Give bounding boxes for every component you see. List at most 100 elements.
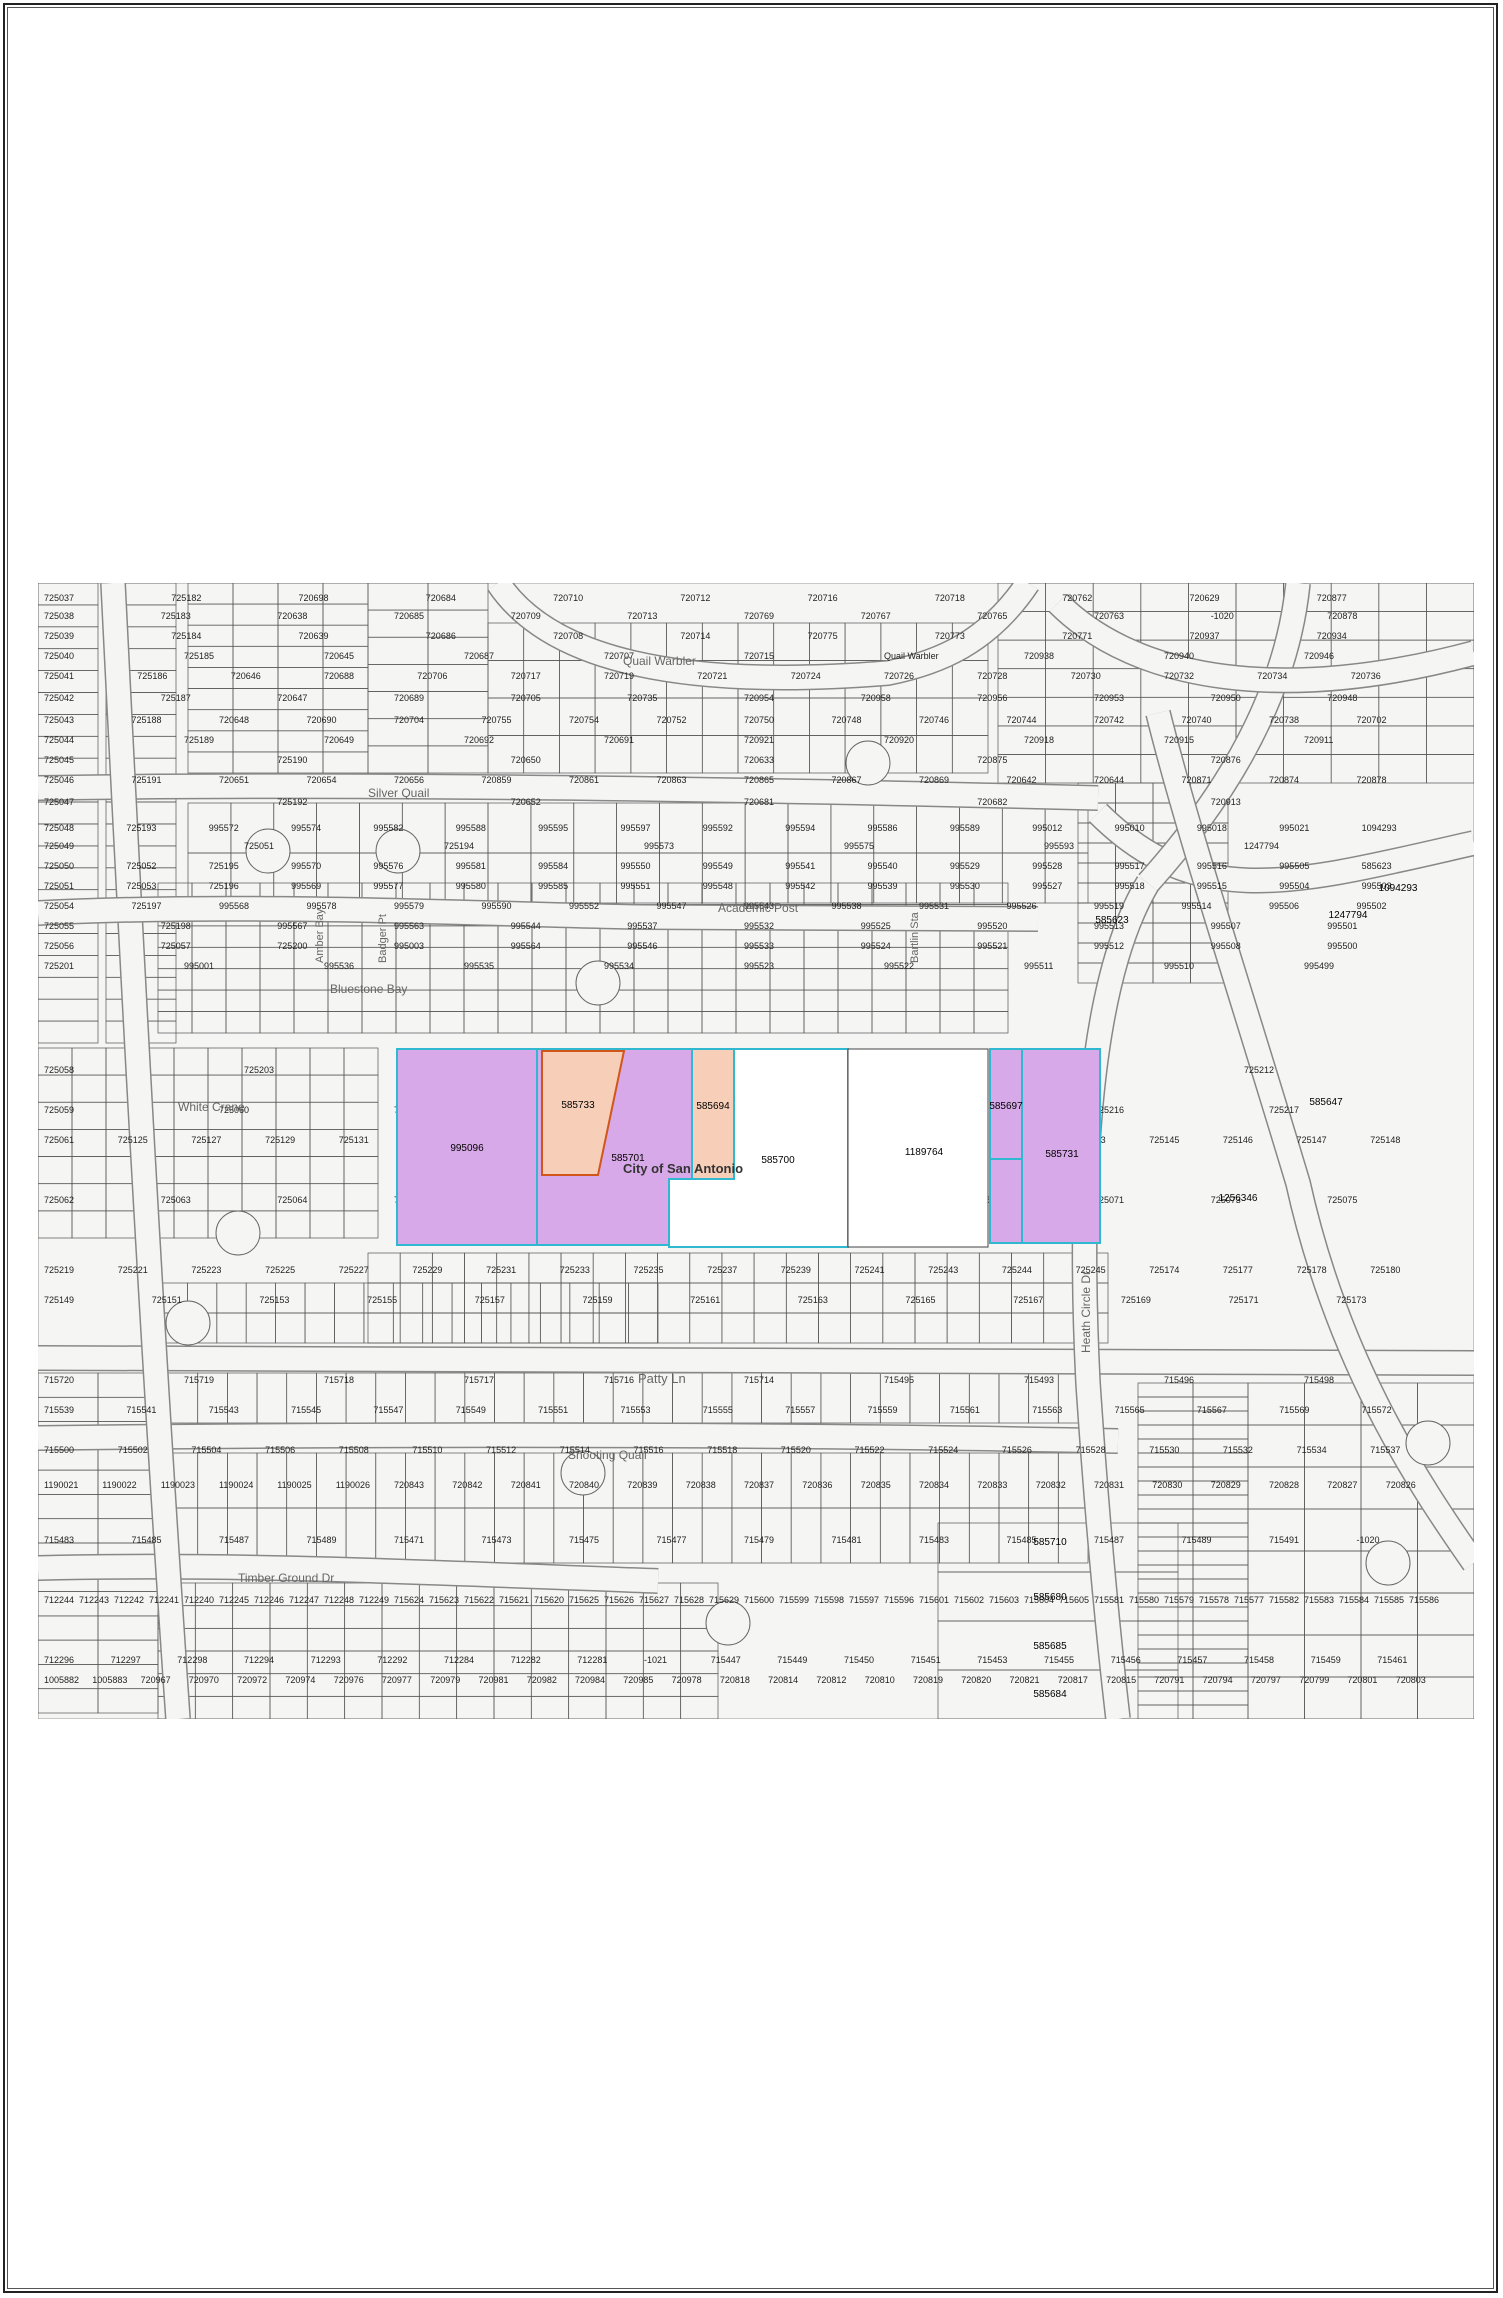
parcel-585694[interactable] <box>691 1048 735 1180</box>
parcel-id-label: 995584 <box>538 861 568 871</box>
parcel-id-label: 715450 <box>844 1655 874 1665</box>
parcel-id-label: 995510 <box>1164 961 1194 971</box>
parcel-id-label: 715456 <box>1111 1655 1141 1665</box>
parcel-id-label: 720950 <box>1211 693 1241 703</box>
parcel-id-label: 715528 <box>1076 1445 1106 1455</box>
parcel-id-label: 725037 <box>44 593 74 603</box>
parcel-id-label: 995503 <box>1362 881 1392 891</box>
parcel-id-label: 715457 <box>1177 1655 1207 1665</box>
parcel-id-label: 725063 <box>161 1195 191 1205</box>
parcel-id-label: 715483 <box>44 1535 74 1545</box>
parcel-id-label: 995568 <box>219 901 249 911</box>
street-academic-post: Academic Post <box>718 901 799 915</box>
parcel-id-label: 995504 <box>1279 881 1309 891</box>
parcel-id-label: 725146 <box>1223 1135 1253 1145</box>
parcel-id-label: 720773 <box>935 631 965 641</box>
parcel-id-label: 995543 <box>744 901 774 911</box>
street-badger-pt: Badger Pt <box>377 914 389 963</box>
parcel-id-label: 720826 <box>1386 1480 1416 1490</box>
parcel-id-label: 725075 <box>1327 1195 1357 1205</box>
parcel-id-label: 725231 <box>486 1265 516 1275</box>
cul-de-sac <box>560 1450 606 1496</box>
parcel-id-label: 995521 <box>977 941 1007 951</box>
parcel-id-label: 720705 <box>511 693 541 703</box>
parcel-id-label: 725165 <box>906 1295 936 1305</box>
parcel-id-label: 720877 <box>1317 593 1347 603</box>
parcel-id-label: 995540 <box>868 861 898 871</box>
parcel-id-label: 715584 <box>1339 1595 1369 1605</box>
parcel-id-label: 585623 <box>1362 861 1392 871</box>
parcel-id-label: 715496 <box>1164 1375 1194 1385</box>
parcel-id-label: 725042 <box>44 693 74 703</box>
parcel-id-label: 720827 <box>1327 1480 1357 1490</box>
parcel-585731[interactable] <box>1021 1048 1101 1244</box>
parcel-id-label: 995522 <box>884 961 914 971</box>
parcel-id-label: 725244 <box>1002 1265 1032 1275</box>
parcel-id-label: 720738 <box>1269 715 1299 725</box>
parcel-id-label: 720981 <box>479 1675 509 1685</box>
parcel-id-label: 725197 <box>132 901 162 911</box>
road <box>1089 804 1477 892</box>
parcel-id-label: 995525 <box>861 921 891 931</box>
parcel-995096[interactable] <box>396 1048 538 1246</box>
parcel-id-label: 715473 <box>482 1535 512 1545</box>
parcel-id-label: 715602 <box>954 1595 984 1605</box>
parcel-id-label: 720629 <box>1190 593 1220 603</box>
parcel-id-label: 715585 <box>1374 1595 1404 1605</box>
parcel-id-label: 720833 <box>977 1480 1007 1490</box>
parcel-id-label: 725155 <box>367 1295 397 1305</box>
parcel-id-label: 725173 <box>1336 1295 1366 1305</box>
cul-de-sac <box>165 1300 211 1346</box>
parcel-id-label: 715718 <box>324 1375 354 1385</box>
parcel-id-label: 720704 <box>394 715 424 725</box>
parcel-id-label: 720918 <box>1024 735 1054 745</box>
parcel-id-label: 720797 <box>1251 1675 1281 1685</box>
street-patty-ln: Patty Ln <box>638 1371 686 1386</box>
parcel-id-label: 725061 <box>44 1135 74 1145</box>
parcel-id-label: 720639 <box>299 631 329 641</box>
parcel-id-label: 720735 <box>627 693 657 703</box>
parcel-id-label: 715459 <box>1311 1655 1341 1665</box>
parcel-id-label: 995551 <box>621 881 651 891</box>
parcel-585733[interactable] <box>541 1050 626 1176</box>
parcel-label-585731: 585731 <box>1045 1149 1079 1160</box>
parcel-id-label: 712297 <box>111 1655 141 1665</box>
parcel-1189764[interactable] <box>847 1048 989 1248</box>
parcel-id-label: 995506 <box>1269 901 1299 911</box>
parcel-id-label: 720865 <box>744 775 774 785</box>
parcel-id-label: 720684 <box>426 593 456 603</box>
parcel-id-label: 720946 <box>1304 651 1334 661</box>
parcel-id-label: 1094293 <box>1362 823 1397 833</box>
parcel-cell <box>343 1210 379 1239</box>
parcel-id-label: 720681 <box>744 797 774 807</box>
parcel-id-label: 720829 <box>1211 1480 1241 1490</box>
parcel-id-label: 995524 <box>861 941 891 951</box>
parcel-id-label: 715559 <box>868 1405 898 1415</box>
parcel-id-label: 725038 <box>44 611 74 621</box>
parcel-id-label: 720841 <box>511 1480 541 1490</box>
parcel-id-label: 725198 <box>161 921 191 931</box>
parcel-id-label: 995534 <box>604 961 634 971</box>
parcel-id-label: 725045 <box>44 755 74 765</box>
parcel-id-label: 720687 <box>464 651 494 661</box>
parcel-id-label: 995542 <box>785 881 815 891</box>
road <box>1049 594 1477 692</box>
parcel-id-label: 725229 <box>412 1265 442 1275</box>
cul-de-sac <box>375 828 421 874</box>
parcel-id-label: 720976 <box>334 1675 364 1685</box>
parcel-id-label: 720985 <box>623 1675 653 1685</box>
parcel-id-label: 715628 <box>674 1595 704 1605</box>
parcel-id-label: 715625 <box>569 1595 599 1605</box>
parcel-id-label: 715514 <box>560 1445 590 1455</box>
parcel-id-label: 725182 <box>171 593 201 603</box>
parcel-id-label: 720861 <box>569 775 599 785</box>
parcel-id-label: 715557 <box>785 1405 815 1415</box>
parcel-id-label: 720843 <box>394 1480 424 1490</box>
parcel-id-label: 720755 <box>482 715 512 725</box>
parcel-id-label: 720838 <box>686 1480 716 1490</box>
parcel-id-label: 725169 <box>1121 1295 1151 1305</box>
parcel-id-label: 725044 <box>44 735 74 745</box>
parcel-id-label: 725062 <box>44 1195 74 1205</box>
parcel-id-label: 715487 <box>1094 1535 1124 1545</box>
street-bartlin-sta: Bartlin Sta <box>909 911 921 963</box>
